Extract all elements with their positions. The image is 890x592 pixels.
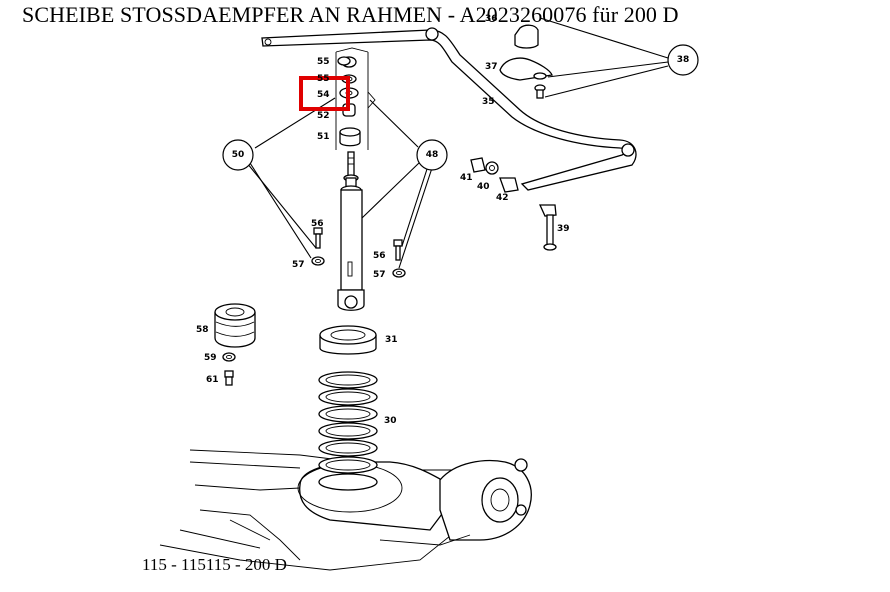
bump-stop	[214, 303, 256, 386]
diagram-caption: 115 - 115115 - 200 D	[142, 555, 287, 574]
part-label-40[interactable]: 40	[477, 182, 490, 192]
part-label-57-b[interactable]: 57	[373, 270, 386, 280]
part-label-55[interactable]: 55	[317, 57, 330, 67]
highlight-box	[299, 76, 350, 111]
spring-seat	[319, 325, 377, 355]
part-label-59[interactable]: 59	[204, 353, 217, 363]
callout-48-label: 48	[426, 150, 439, 160]
shock-absorber	[337, 151, 365, 311]
callout-38[interactable]: 38	[667, 44, 699, 76]
page-title: SCHEIBE STOSSDAEMPFER AN RAHMEN - A20232…	[22, 2, 679, 27]
callout-48[interactable]: 48	[416, 139, 448, 171]
callout-50-label: 50	[232, 150, 245, 160]
leader-lines	[246, 17, 669, 269]
part-label-56[interactable]: 56	[311, 219, 324, 229]
part-label-55-b[interactable]: 55	[317, 74, 330, 84]
part-label-54[interactable]: 54	[317, 90, 330, 100]
part-label-41[interactable]: 41	[460, 173, 473, 183]
link-parts	[470, 157, 557, 251]
sway-bar-clamp	[499, 24, 553, 99]
coil-spring	[318, 371, 378, 491]
part-label-56-b[interactable]: 56	[373, 251, 386, 261]
part-label-58[interactable]: 58	[196, 325, 209, 335]
part-label-35[interactable]: 35	[482, 97, 495, 107]
callout-38-label: 38	[677, 55, 690, 65]
part-label-52[interactable]: 52	[317, 111, 330, 121]
part-label-57[interactable]: 57	[292, 260, 305, 270]
part-label-51[interactable]: 51	[317, 132, 330, 142]
part-label-37[interactable]: 37	[485, 62, 498, 72]
part-label-30[interactable]: 30	[384, 416, 397, 426]
callout-50[interactable]: 50	[222, 139, 254, 171]
part-label-61[interactable]: 61	[206, 375, 219, 385]
part-label-39[interactable]: 39	[557, 224, 570, 234]
part-label-36[interactable]: 36	[485, 14, 498, 24]
mount-bolts	[311, 227, 406, 278]
sway-bar	[261, 27, 637, 191]
part-label-31[interactable]: 31	[385, 335, 398, 345]
part-number-labels: 55 55 54 52 51 56 57 56 57 58 59 61 31 3…	[196, 14, 570, 426]
control-arm	[297, 458, 532, 546]
part-label-42[interactable]: 42	[496, 193, 509, 203]
